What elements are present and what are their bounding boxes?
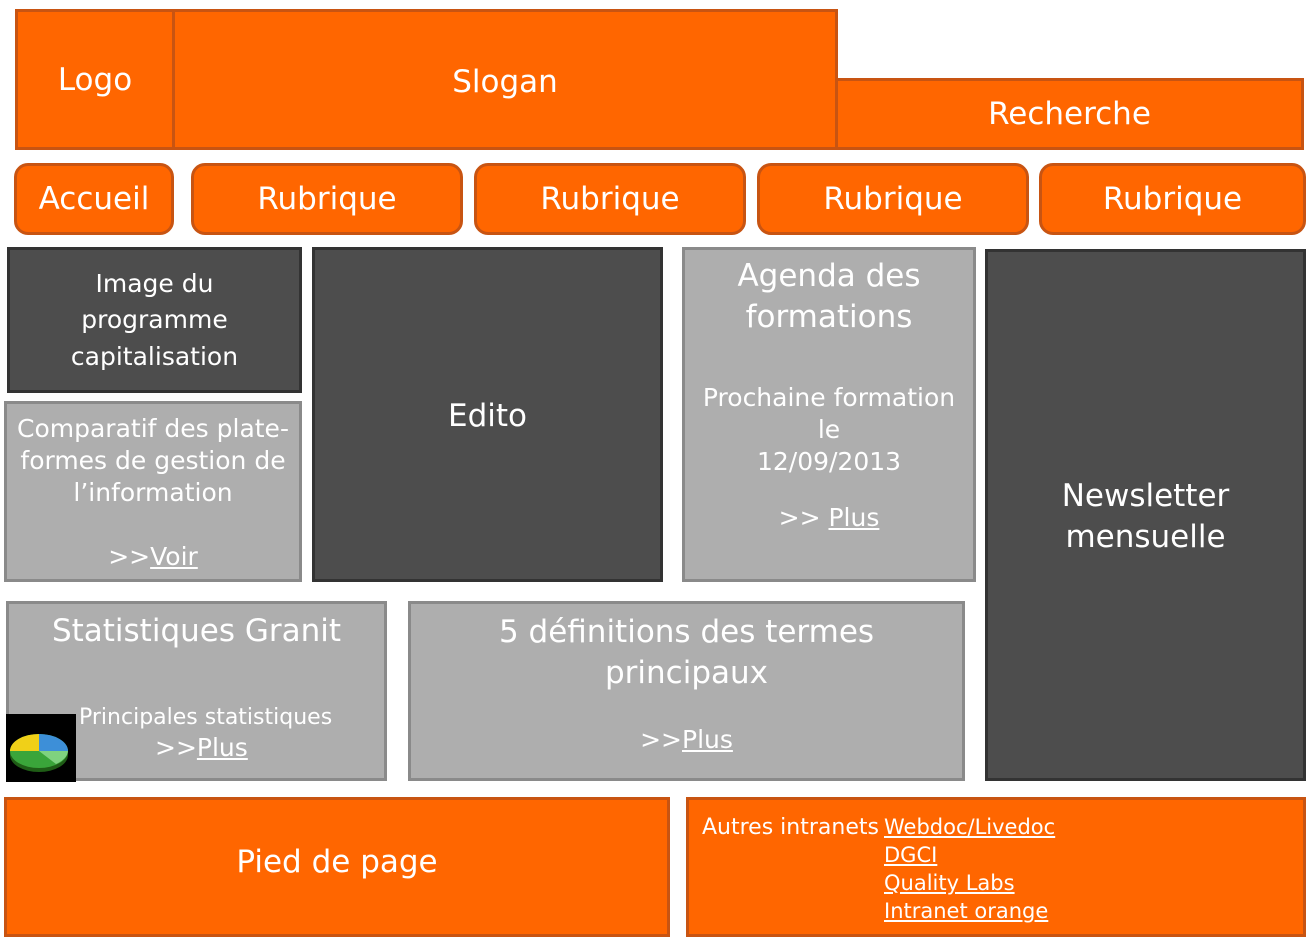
definitions-link-row: >>Plus: [640, 724, 733, 756]
other-intranets-box: Autres intranets Webdoc/Livedoc DGCI Qua…: [686, 797, 1306, 937]
edito-label: Edito: [448, 398, 527, 434]
other-intranets-label: Autres intranets: [702, 815, 879, 840]
link-prefix: >>: [640, 724, 682, 754]
stats-box: Statistiques Granit Principales statisti…: [6, 601, 387, 782]
slogan-box: Slogan: [172, 9, 838, 150]
nav-accueil[interactable]: Accueil: [14, 163, 174, 235]
nav-rubrique-4[interactable]: Rubrique: [1039, 163, 1306, 235]
agenda-next-2: le: [817, 414, 841, 444]
agenda-plus-link[interactable]: Plus: [828, 502, 880, 532]
stats-link-row: >>Plus: [155, 732, 248, 764]
programme-image-box[interactable]: Image du programme capitalisation: [7, 247, 302, 393]
link-prefix: >>: [155, 733, 197, 762]
comparatif-line-2: formes de gestion de: [20, 446, 286, 475]
edito-box[interactable]: Edito: [312, 247, 663, 582]
stats-title: Statistiques Granit: [51, 613, 342, 649]
voir-link[interactable]: Voir: [150, 542, 198, 571]
nav-rubrique-1[interactable]: Rubrique: [191, 163, 463, 235]
newsletter-line-2: mensuelle: [1065, 518, 1226, 555]
programme-line-1: Image du: [95, 269, 214, 298]
link-prefix: >>: [778, 502, 829, 532]
nav-label: Rubrique: [257, 181, 397, 217]
nav-label: Rubrique: [823, 181, 963, 217]
comparatif-box: Comparatif des plate- formes de gestion …: [4, 401, 302, 582]
stats-plus-link[interactable]: Plus: [196, 733, 248, 762]
link-quality-labs[interactable]: Quality Labs: [884, 871, 1015, 895]
agenda-next-1: Prochaine formation: [702, 382, 956, 412]
comparatif-line-1: Comparatif des plate-: [17, 414, 289, 443]
link-prefix: >>: [108, 542, 151, 571]
definitions-box: 5 définitions des termes principaux >>Pl…: [408, 601, 965, 781]
comparatif-link-row: >>Voir: [108, 541, 198, 573]
stats-subtitle: Principales statistiques: [79, 705, 333, 730]
programme-line-3: capitalisation: [70, 341, 239, 371]
agenda-title-2: formations: [745, 298, 913, 335]
nav-label: Rubrique: [1102, 181, 1243, 217]
link-webdoc-livedoc[interactable]: Webdoc/Livedoc: [884, 815, 1056, 839]
pie-chart-icon: [6, 714, 76, 782]
slogan-label: Slogan: [452, 64, 558, 100]
agenda-date: 12/09/2013: [756, 446, 902, 476]
nav-rubrique-2[interactable]: Rubrique: [474, 163, 746, 235]
definitions-plus-link[interactable]: Plus: [682, 724, 733, 754]
agenda-link-row: >> Plus: [779, 502, 880, 534]
definitions-title-1: 5 définitions des termes: [498, 614, 875, 650]
nav-rubrique-3[interactable]: Rubrique: [757, 163, 1029, 235]
comparatif-line-3: l’information: [73, 478, 233, 507]
logo-box[interactable]: Logo: [15, 9, 175, 150]
nav-label: Rubrique: [540, 181, 680, 217]
agenda-title-1: Agenda des: [737, 258, 921, 294]
search-label: Recherche: [988, 96, 1151, 132]
link-intranet-orange[interactable]: Intranet orange: [884, 899, 1049, 923]
intranet-links: Webdoc/Livedoc DGCI Quality Labs Intrane…: [884, 817, 1055, 922]
newsletter-line-1: Newsletter: [1061, 478, 1230, 514]
agenda-box: Agenda des formations Prochaine formatio…: [682, 247, 976, 582]
logo-label: Logo: [57, 61, 133, 98]
footer-label: Pied de page: [236, 844, 438, 880]
link-dgci[interactable]: DGCI: [884, 843, 938, 867]
footer-box: Pied de page: [4, 797, 670, 937]
definitions-title-2: principaux: [604, 654, 768, 691]
newsletter-box[interactable]: Newsletter mensuelle: [985, 249, 1306, 781]
search-box[interactable]: Recherche: [835, 78, 1304, 150]
nav-label: Accueil: [38, 181, 150, 217]
programme-line-2: programme: [81, 305, 228, 335]
